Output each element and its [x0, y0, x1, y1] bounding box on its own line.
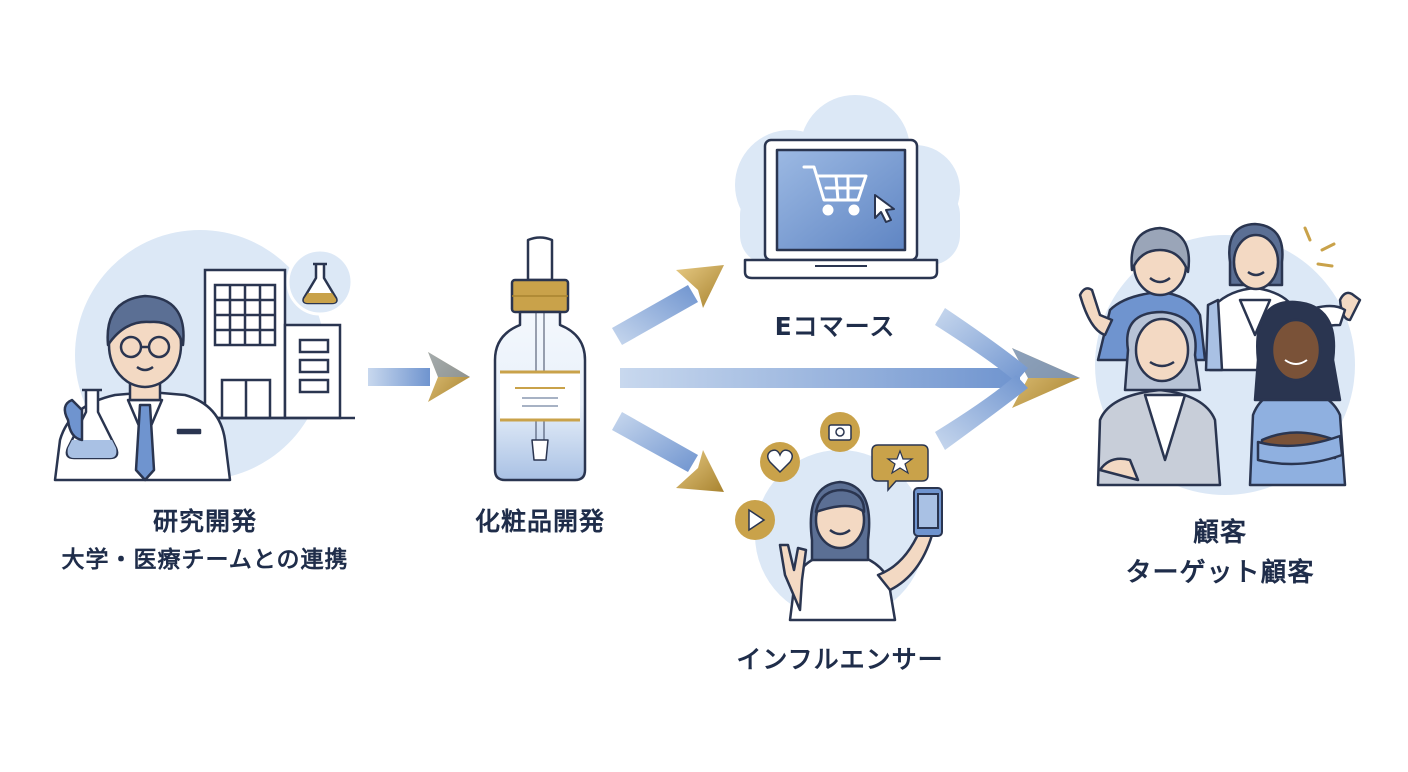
arrow-cosmetics-to-customer — [620, 348, 1080, 408]
flask-icon — [286, 248, 354, 316]
laptop-icon — [743, 138, 939, 280]
scientist-icon — [53, 294, 232, 482]
customer-title: 顧客 — [1192, 518, 1247, 548]
customer-node — [1078, 222, 1362, 495]
ecommerce-node — [735, 95, 960, 280]
cursor-icon — [874, 194, 895, 223]
research-subtitle: 大学・医療チームとの連携 — [61, 547, 349, 573]
camera-icon — [820, 412, 860, 452]
arrow-cosmetics-to-influencer — [612, 412, 724, 492]
research-title: 研究開発 — [152, 507, 257, 536]
customer-subtitle: ターゲット顧客 — [1125, 558, 1315, 588]
ecommerce-title: Eコマース — [774, 312, 896, 341]
smartphone-icon — [913, 487, 943, 537]
dropper-bottle-icon — [493, 236, 587, 482]
play-icon — [735, 500, 775, 540]
influencer-title: インフルエンサー — [736, 645, 944, 674]
sparkle-icon — [1303, 226, 1336, 268]
heart-icon — [760, 442, 800, 482]
customers-group-icon — [1078, 222, 1362, 487]
influencer-node — [735, 412, 943, 622]
arrow-cosmetics-to-ecommerce — [612, 265, 724, 345]
research-node — [53, 230, 355, 482]
arrow-ecommerce-to-customer — [935, 308, 1028, 382]
building-icon — [190, 268, 355, 420]
shopping-cart-icon — [802, 165, 868, 216]
arrow-influencer-to-customer — [935, 375, 1028, 450]
cosmetics-title: 化粧品開発 — [474, 507, 605, 536]
star-icon — [871, 444, 929, 492]
arrow-research-to-cosmetics — [368, 352, 470, 402]
